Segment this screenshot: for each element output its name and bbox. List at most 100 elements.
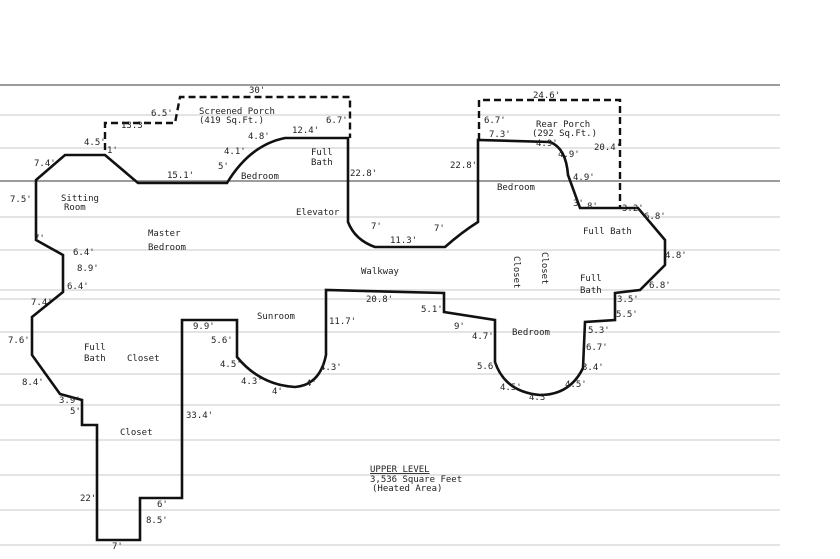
dimension-label: 3.5'	[617, 295, 639, 305]
full-bath-left-label-1: Full	[84, 343, 106, 353]
screened-porch-area: (419 Sq.Ft.)	[199, 116, 264, 126]
dimension-label: 4.9'	[573, 173, 595, 183]
screened-porch-outline	[103, 95, 352, 150]
dimension-label: 15.1'	[167, 171, 194, 181]
dimension-label: 4.8'	[248, 132, 270, 142]
dimension-label: 22'	[80, 494, 96, 504]
screened-porch-label: Screened Porch	[199, 107, 275, 117]
dimension-label: 5'	[218, 162, 229, 172]
rear-porch-area: (292 Sq.Ft.)	[532, 129, 597, 139]
dimension-label: 11.7'	[329, 317, 356, 327]
dimension-label: 1'	[107, 146, 118, 156]
dimension-label: 4.1'	[224, 147, 246, 157]
dimension-label: 7'	[371, 222, 382, 232]
dimension-label: 5.6'	[477, 362, 499, 372]
dimension-label: 3.4'	[582, 363, 604, 373]
dimension-label: 4.7'	[472, 332, 494, 342]
dimension-label: 4.3'	[529, 393, 551, 403]
dimension-label: 4.5'	[565, 380, 587, 390]
room-labels: Screened Porch (419 Sq.Ft.) Rear Porch (…	[61, 107, 632, 438]
dimension-label: 4'	[272, 387, 283, 397]
sitting-room-label-2: Room	[64, 203, 86, 213]
rear-porch-label: Rear Porch	[536, 120, 590, 130]
heated-area-label: (Heated Area)	[372, 484, 442, 494]
dimension-label: 13.3'	[121, 121, 148, 131]
dimension-label: 12.4'	[292, 126, 319, 136]
closet-left-label: Closet	[127, 354, 160, 364]
full-bath-right-label: Full Bath	[583, 227, 632, 237]
dimension-label: 5'	[70, 407, 81, 417]
dimension-label: 6.5'	[151, 109, 173, 119]
master-bedroom-label-1: Master	[148, 229, 181, 239]
bedroom-mid-label: Bedroom	[241, 172, 279, 182]
dimension-label: 4.5'	[220, 360, 242, 370]
dimension-label: 8.9'	[77, 264, 99, 274]
rear-porch-outline	[477, 98, 622, 208]
dimension-label: 7.3'	[489, 130, 511, 140]
dimension-label: 4.8'	[665, 251, 687, 261]
dimension-label: 8.5'	[146, 516, 168, 526]
dimension-label: 5.5'	[616, 310, 638, 320]
full-bath-left-label-2: Bath	[84, 354, 106, 364]
dimension-label: 9.9'	[193, 322, 215, 332]
full-bath-upper-label-1: Full	[311, 148, 333, 158]
dimension-label: 6.4'	[73, 248, 95, 258]
dimension-label: 5.1'	[421, 305, 443, 315]
dimension-label: 20.8'	[366, 295, 393, 305]
dimension-label: 4.5'	[84, 138, 106, 148]
dimension-label: 20.4'	[594, 143, 621, 153]
closet-vertical-label-2: Closet	[539, 252, 549, 285]
full-bath-far-right-label-1: Full	[580, 274, 602, 284]
dimension-label: 4.3'	[320, 363, 342, 373]
background-rules	[0, 84, 780, 546]
dimension-label: 7'	[112, 542, 123, 552]
dimension-label: 24.6'	[533, 91, 560, 101]
sitting-room-label-1: Sitting	[61, 194, 99, 204]
sunroom-label: Sunroom	[257, 312, 295, 322]
dimension-label: 6.7'	[326, 116, 348, 126]
dimension-label: 6'	[157, 500, 168, 510]
full-bath-far-right-label-2: Bath	[580, 286, 602, 296]
master-bedroom-label-2: Bedroom	[148, 243, 186, 253]
area-summary: UPPER LEVEL 3,536 Square Feet (Heated Ar…	[370, 465, 462, 494]
dimension-label: 6.7'	[586, 343, 608, 353]
dimension-label: 4.9'	[536, 139, 558, 149]
dimension-label: 5.6'	[211, 336, 233, 346]
dimension-label: 4.3'	[241, 377, 263, 387]
closet-vertical-label-1: Closet	[511, 256, 521, 289]
dimension-label: 7.4'	[34, 159, 56, 169]
dimension-label: 22.8'	[450, 161, 477, 171]
dimension-label: 6.8'	[644, 212, 666, 222]
square-feet-label: 3,536 Square Feet	[370, 475, 462, 485]
dimension-label: 7'	[434, 224, 445, 234]
full-bath-upper-label-2: Bath	[311, 158, 333, 168]
level-label: UPPER LEVEL	[370, 465, 430, 475]
dimension-label: 33.4'	[186, 411, 213, 421]
dimension-label: 3'	[573, 199, 584, 209]
bedroom-right-label: Bedroom	[497, 183, 535, 193]
walkway-label: Walkway	[361, 267, 400, 277]
closet-bottom-label: Closet	[120, 428, 153, 438]
dimension-label: 9'	[454, 322, 465, 332]
dimension-label: 30'	[249, 86, 265, 96]
dimension-label: 7.6'	[8, 336, 30, 346]
dimension-label: 6.4'	[67, 282, 89, 292]
bedroom-bottom-right-label: Bedroom	[512, 328, 550, 338]
dimension-label: 4.9'	[558, 150, 580, 160]
dimension-label: 7.5'	[10, 195, 32, 205]
dimension-label: 3.9'	[59, 396, 81, 406]
dimension-label: 4'	[306, 379, 317, 389]
dimension-label: 8'	[587, 202, 598, 212]
dimension-label: 4.5'	[500, 383, 522, 393]
dimension-labels: 30' 6.5' 13.3' 4.5' 1' 7.4' 15.1' 4.1' 4…	[8, 86, 687, 552]
dimension-label: 6.8'	[649, 281, 671, 291]
dimension-label: 11.3'	[390, 236, 417, 246]
dimension-label: 7'	[34, 234, 45, 244]
house-outline	[30, 136, 667, 542]
dimension-label: 5.3'	[588, 326, 610, 336]
dimension-label: 22.8'	[350, 169, 377, 179]
dimension-label: 3.2'	[622, 204, 644, 214]
elevator-label: Elevator	[296, 208, 340, 218]
dimension-label: 6.7'	[484, 116, 506, 126]
